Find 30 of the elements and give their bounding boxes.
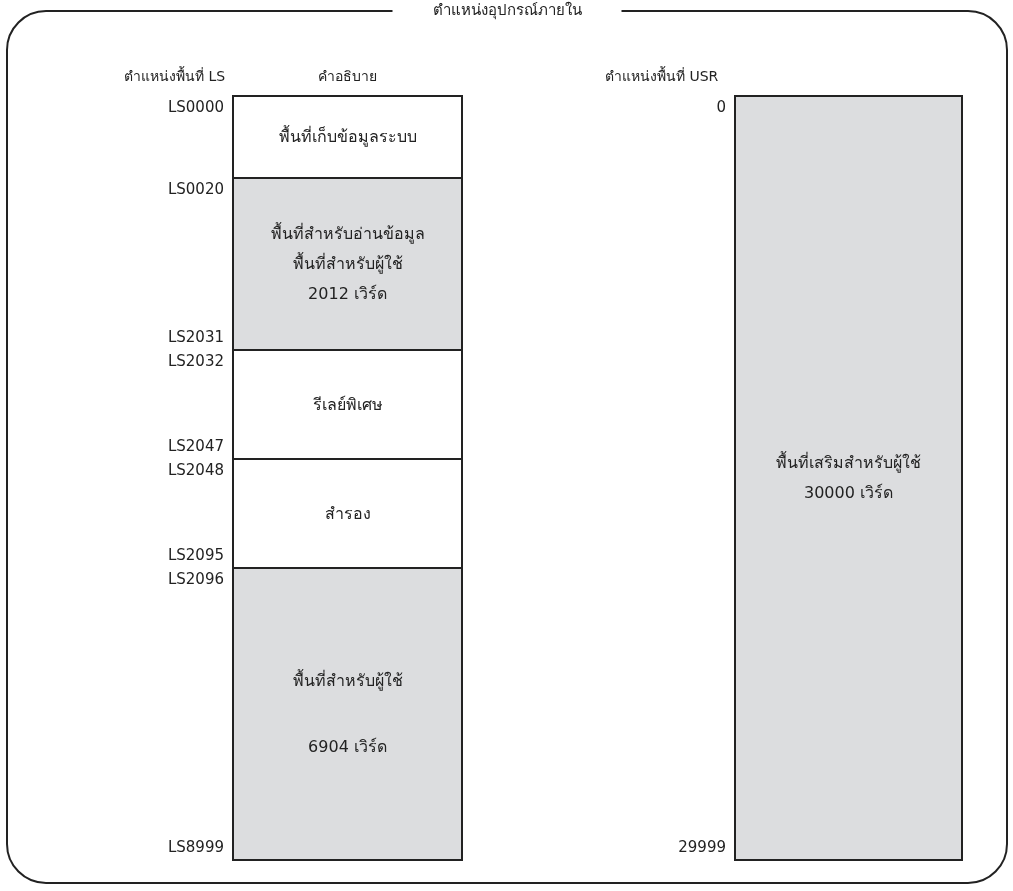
block-text: สำรอง [324,502,371,525]
address-label: LS2048 [166,460,224,480]
size-text: 2012 เวิร์ด [308,283,387,305]
size-text: 6904 เวิร์ด [308,736,387,758]
address-label: LS2031 [166,327,224,347]
memory-block [232,177,463,351]
size-text: 30000 เวิร์ด [804,482,893,504]
address-label: LS2095 [166,545,224,565]
memory-block [232,458,463,569]
memory-block [734,95,963,861]
address-label: 0 [715,97,726,117]
column-heading: ตำแหน่งพื้นที่ USR [605,66,719,86]
address-label: LS0000 [166,97,224,117]
memory-block [232,95,463,179]
address-label: LS2096 [166,569,224,589]
column-heading: ตำแหน่งพื้นที่ LS [124,66,226,86]
memory-block [232,349,463,460]
block-text: พื้นที่สำหรับอ่านข้อมูล พื้นที่สำหรับผู้ใช้ [269,221,426,276]
address-label: LS2047 [166,436,224,456]
address-label: LS8999 [166,837,224,857]
block-text: รีเลย์พิเศษ [312,393,383,416]
column-heading: คำอธิบาย [317,67,377,86]
frame-title: ตำแหน่งอุปกรณ์ภายใน [392,0,622,20]
block-text: พื้นที่เสริมสำหรับผู้ใช้ [776,450,921,475]
address-label: LS2032 [166,351,224,371]
address-label: LS0020 [166,179,224,199]
memory-block [232,567,463,861]
block-text: พื้นที่เก็บข้อมูลระบบ [278,124,417,149]
address-label: 29999 [677,837,726,857]
block-text: พื้นที่สำหรับผู้ใช้ [292,668,403,693]
